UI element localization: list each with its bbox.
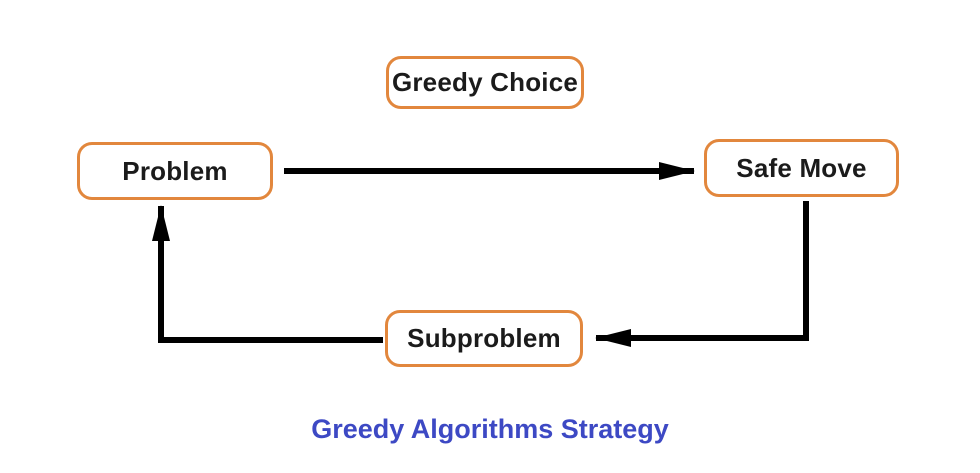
node-safe-move: Safe Move xyxy=(704,139,899,197)
diagram-title: Greedy Algorithms Strategy xyxy=(311,414,669,444)
node-greedy-choice-label: Greedy Choice xyxy=(391,67,579,97)
node-safe-move-label: Safe Move xyxy=(736,152,867,183)
node-subproblem: Subproblem xyxy=(385,310,583,367)
node-problem-label: Problem xyxy=(122,155,228,186)
node-problem: Problem xyxy=(77,142,273,200)
arrow-safe-move-to-subproblem xyxy=(595,201,809,347)
node-greedy-choice: Greedy Choice xyxy=(386,56,584,109)
node-subproblem-label: Subproblem xyxy=(407,323,561,353)
arrow-subproblem-to-problem xyxy=(152,205,383,343)
